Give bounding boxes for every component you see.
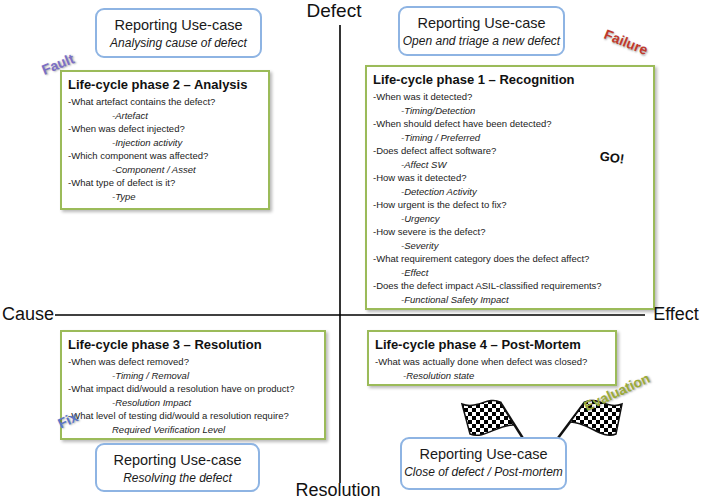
question-text: -How was it detected? (373, 171, 649, 185)
use-case-title: Reporting Use-case (400, 13, 563, 33)
use-case-box: Reporting Use-caseAnalysing cause of def… (95, 8, 262, 58)
attribute-text: -Timing / Preferred (373, 131, 649, 145)
use-case-subtitle: Open and triage a new defect (400, 33, 563, 49)
attribute-text: -Effect (373, 266, 649, 280)
question-text: -What was actually done when defect was … (375, 355, 611, 369)
question-text: -What artefact contains the defect? (68, 95, 264, 109)
phase-box: Life-cycle phase 1 – Recognition-When wa… (365, 65, 655, 310)
attribute-text: -Injection activity (68, 136, 264, 150)
use-case-title: Reporting Use-case (402, 444, 565, 464)
question-text: -Does the defect impact ASIL-classified … (373, 279, 649, 293)
attribute-text: -Timing/Detection (373, 104, 649, 118)
phase-heading: Life-cycle phase 2 – Analysis (68, 75, 264, 95)
question-text: -What type of defect is it? (68, 176, 264, 190)
use-case-box: Reporting Use-caseClose of defect / Post… (400, 437, 567, 490)
use-case-subtitle: Analysing cause of defect (97, 35, 260, 51)
horizontal-axis (55, 314, 645, 316)
question-text: -How urgent is the defect to fix? (373, 198, 649, 212)
axis-label: Cause (0, 304, 93, 326)
phase-box: Life-cycle phase 2 – Analysis-What artef… (60, 70, 270, 210)
phase-box: Life-cycle phase 4 – Post-Mortem-What wa… (367, 330, 617, 386)
axis-label: Effect (611, 304, 705, 326)
question-text: -What impact did/would a resolution have… (68, 382, 320, 396)
use-case-subtitle: Close of defect / Post-mortem (402, 464, 565, 480)
phase-box: Life-cycle phase 3 – Resolution-When was… (60, 330, 326, 440)
question-text: -When was it detected? (373, 90, 649, 104)
checkered-flag (462, 400, 514, 435)
question-text: -What requirement category does the defe… (373, 252, 649, 266)
use-case-title: Reporting Use-case (97, 450, 258, 470)
vertical-axis (339, 25, 341, 483)
phase-heading: Life-cycle phase 4 – Post-Mortem (375, 335, 611, 355)
attribute-text: -Timing / Removal (68, 369, 320, 383)
attribute-text: -Artefact (68, 109, 264, 123)
phase-heading: Life-cycle phase 3 – Resolution (68, 335, 320, 355)
question-text: -What level of testing did/would a resol… (68, 409, 320, 423)
attribute-text: -Detection Activity (373, 185, 649, 199)
attribute-text: -Severity (373, 239, 649, 253)
attribute-text: -Resolution Impact (68, 396, 320, 410)
attribute-text: -Type (68, 190, 264, 204)
question-text: -How severe is the defect? (373, 225, 649, 239)
phase-heading: Life-cycle phase 1 – Recognition (373, 70, 649, 90)
axis-label: Resolution (273, 480, 403, 502)
question-text: -When should defect have been detected? (373, 117, 649, 131)
use-case-title: Reporting Use-case (97, 15, 260, 35)
attribute-text: -Urgency (373, 212, 649, 226)
question-text: -Which component was affected? (68, 149, 264, 163)
attribute-text: -Resolution state (375, 369, 611, 383)
question-text: -When was defect removed? (68, 355, 320, 369)
attribute-text: -Component / Asset (68, 163, 264, 177)
use-case-box: Reporting Use-caseResolving the defect (95, 443, 260, 492)
axis-label: Defect (269, 0, 399, 22)
question-text: -When was defect injected? (68, 122, 264, 136)
use-case-subtitle: Resolving the defect (97, 470, 258, 486)
attribute-text: -Functional Safety Impact (373, 293, 649, 307)
attribute-text: Required Verification Level (68, 423, 320, 437)
use-case-box: Reporting Use-caseOpen and triage a new … (398, 6, 565, 56)
